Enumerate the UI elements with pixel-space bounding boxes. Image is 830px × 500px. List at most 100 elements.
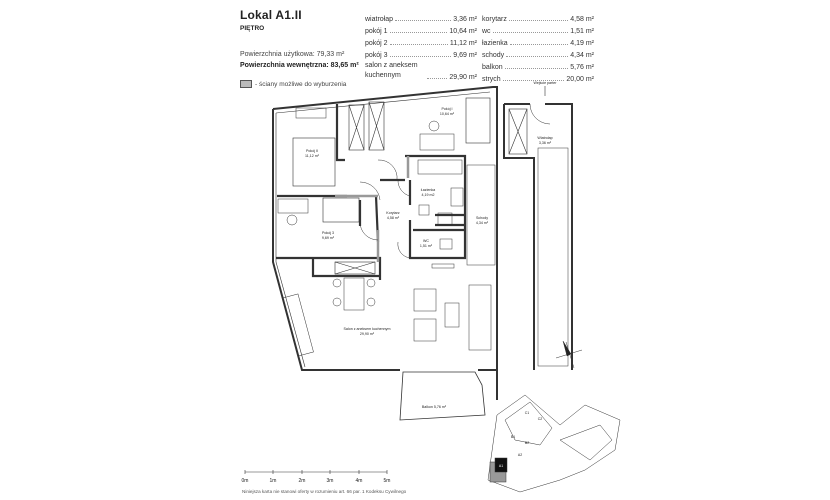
door-swing: [359, 159, 411, 259]
desk: [419, 133, 455, 151]
area-row: salon z aneksem kuchennym 29,90 m²: [365, 59, 477, 81]
area-row: korytarz 4,58 m²: [482, 11, 594, 23]
demolishable-wall-swatch: [240, 80, 252, 88]
armchair: [413, 288, 437, 312]
area-value: 3,36 m²: [453, 16, 477, 23]
room-area-lazienka: 4,19 m2: [422, 193, 435, 197]
scale-label: 1m: [270, 478, 277, 484]
kitchen-counter: [282, 293, 314, 357]
room-label-salon: Salon z aneksem kuchennym: [344, 327, 391, 331]
area-value: 5,76 m²: [570, 64, 594, 71]
room-area-pokoj2: 11,12 m²: [305, 154, 320, 158]
washer: [437, 212, 453, 226]
vestibule-walls: [503, 103, 573, 370]
sofa: [468, 284, 492, 351]
armchair: [413, 318, 437, 342]
area-value: 1,51 m²: [570, 28, 594, 35]
radiator: [431, 263, 455, 269]
room-label-wiatrolap: Wiatrołap: [537, 136, 552, 140]
bed-pokoj2: [292, 137, 336, 187]
chair: [286, 214, 298, 226]
area-name: pokój 1: [365, 28, 388, 35]
internal-area: Powierzchnia wewnętrzna: 83,65 m²: [240, 62, 359, 69]
bed-pokoj1: [465, 97, 491, 144]
scale-label: 3m: [327, 478, 334, 484]
area-value: 9,69 m²: [453, 52, 477, 59]
toilet: [418, 204, 430, 216]
balcony: [399, 371, 486, 421]
footer-note: Niniejsza karta nie stanowi oferty w roz…: [242, 489, 407, 494]
area-name: korytarz: [482, 16, 507, 23]
wc-toilet: [439, 238, 453, 250]
door-swing: [529, 103, 551, 125]
room-area-salon: 29,90 m²: [360, 332, 375, 336]
wardrobe-vestibule: [508, 108, 528, 155]
room-area-korytarz: 4,58 m²: [387, 216, 400, 220]
room-area-pokoj3: 9,69 m²: [322, 236, 335, 240]
desk: [277, 198, 309, 214]
scale-bar: [244, 470, 388, 474]
site-label: A2: [518, 453, 522, 457]
area-row: pokój 3 9,69 m²: [365, 47, 477, 59]
desk: [295, 107, 327, 119]
washbasin: [450, 187, 464, 207]
area-value: 4,58 m²: [570, 16, 594, 23]
area-name: schody: [482, 52, 505, 59]
site-label: B2: [525, 441, 529, 445]
scale-label: 5m: [384, 478, 391, 484]
room-label-balkon: Balkon 5,76 m²: [422, 405, 447, 409]
floor-label: PIĘTRO: [240, 25, 265, 32]
room-label-lazienka: Łazienka: [421, 188, 435, 192]
room-area-schody: 4,34 m²: [476, 221, 489, 225]
entrance-label: Wejście parter: [534, 81, 558, 85]
room-label-pokoj3: Pokój 3: [322, 231, 334, 235]
room-label-pokoj2: Pokój II: [306, 149, 318, 153]
area-name: salon z aneksem kuchennym: [365, 62, 418, 79]
area-row: strych 20,00 m²: [482, 71, 594, 83]
legend-text: - ściany możliwe do wyburzenia: [255, 80, 347, 88]
chair: [428, 120, 440, 132]
area-name: pokój 3: [365, 52, 388, 59]
demolishable-walls: [335, 156, 410, 262]
site-label: B1: [511, 435, 515, 439]
site-label: C2: [538, 417, 543, 421]
legend: - ściany możliwe do wyburzenia: [240, 80, 346, 88]
outer-wall-inner: [275, 91, 491, 368]
usable-area: Powierzchnia użytkowa: 79,33 m²: [240, 51, 345, 58]
area-value: 11,12 m²: [449, 40, 477, 47]
attic-stairs: [537, 147, 569, 367]
coffee-table: [444, 302, 460, 328]
room-label-wc: WC: [423, 239, 429, 243]
area-name: łazienka: [482, 40, 508, 47]
area-value: 20,00 m²: [566, 76, 594, 83]
site-label: A1: [499, 464, 503, 468]
wardrobes: [334, 101, 385, 275]
site-plan: [487, 394, 621, 493]
site-label: C1: [525, 411, 530, 415]
scale-label: 2m: [299, 478, 306, 484]
stairs: [466, 164, 496, 266]
area-row: pokój 1 10,64 m²: [365, 23, 477, 35]
area-row: schody 4,34 m²: [482, 47, 594, 59]
area-name: strych: [482, 76, 501, 83]
outer-wall: [272, 86, 498, 400]
area-value: 10,64 m²: [449, 28, 477, 35]
area-value: 29,90 m²: [449, 74, 477, 81]
room-label-korytarz: Korytarz: [386, 211, 400, 215]
north-compass-icon: [555, 340, 583, 369]
area-row: balkon 5,76 m²: [482, 59, 594, 71]
room-area-wiatrolap: 3,36 m²: [539, 141, 552, 145]
scale-label: 4m: [356, 478, 363, 484]
area-name: balkon: [482, 64, 503, 71]
area-value: 4,34 m²: [570, 52, 594, 59]
room-label-pokoj1: Pokój I: [442, 107, 453, 111]
dining-table: [343, 277, 365, 311]
room-area-pokoj1: 10,64 m²: [440, 112, 455, 116]
bed-pokoj3: [322, 197, 360, 223]
